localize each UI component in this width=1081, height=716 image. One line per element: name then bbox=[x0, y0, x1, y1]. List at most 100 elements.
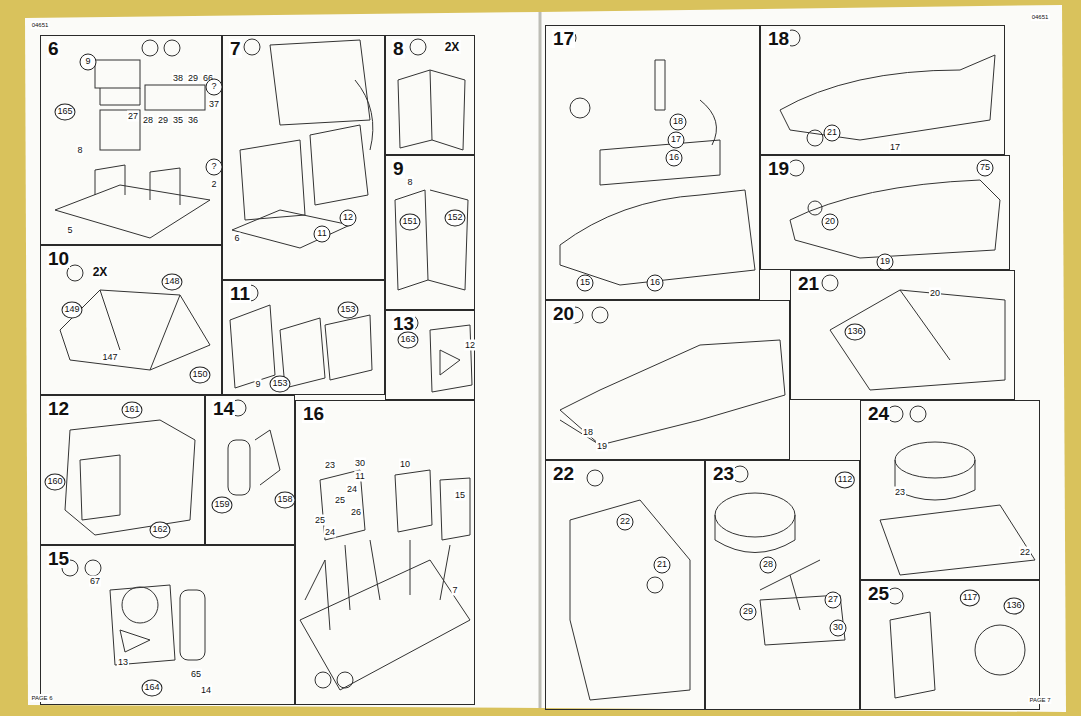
part-number: 17 bbox=[889, 142, 901, 153]
part-number: 65 bbox=[190, 669, 202, 680]
step-number: 14 bbox=[212, 399, 235, 418]
part-callout: 164 bbox=[141, 680, 162, 697]
part-callout: 12 bbox=[340, 210, 357, 227]
step-panel: 22 bbox=[545, 460, 705, 710]
part-callout: 159 bbox=[211, 497, 232, 514]
step-number: 22 bbox=[552, 464, 575, 483]
part-callout: 20 bbox=[822, 214, 839, 231]
step-number: 25 bbox=[867, 584, 890, 603]
part-number: 2 bbox=[210, 179, 217, 190]
step-panel: 18 bbox=[760, 25, 1005, 155]
part-callout: 29 bbox=[740, 604, 757, 621]
part-number: 15 bbox=[454, 490, 466, 501]
part-callout: 153 bbox=[337, 302, 358, 319]
step-number: 20 bbox=[552, 304, 575, 323]
part-number: 28 bbox=[142, 115, 154, 126]
part-number: 35 bbox=[172, 115, 184, 126]
part-callout: 28 bbox=[760, 557, 777, 574]
part-callout: 149 bbox=[61, 302, 82, 319]
part-callout: 16 bbox=[666, 150, 683, 167]
part-number: 5 bbox=[66, 225, 73, 236]
step-panel: 14 bbox=[205, 395, 295, 545]
step-number: 13 bbox=[392, 314, 415, 333]
part-callout: 152 bbox=[444, 210, 465, 227]
part-number: 22 bbox=[1019, 547, 1031, 558]
part-number: 27 bbox=[127, 111, 139, 122]
page-marking: PAGE 7 bbox=[1028, 696, 1051, 704]
part-number: 147 bbox=[101, 352, 118, 363]
part-callout: 162 bbox=[149, 522, 170, 539]
part-number: 20 bbox=[929, 288, 941, 299]
part-number: 25 bbox=[314, 515, 326, 526]
part-number: 18 bbox=[582, 427, 594, 438]
page-fold bbox=[539, 12, 542, 708]
step-number: 9 bbox=[392, 159, 405, 178]
part-callout: 161 bbox=[121, 402, 142, 419]
step-number: 24 bbox=[867, 404, 890, 423]
part-number: 8 bbox=[76, 145, 83, 156]
step-panel: 15 bbox=[40, 545, 295, 705]
step-panel: 23 bbox=[705, 460, 860, 710]
part-number: 19 bbox=[596, 441, 608, 452]
part-number: 2X bbox=[444, 40, 461, 54]
part-callout: 148 bbox=[161, 274, 182, 291]
step-panel: 21 bbox=[790, 270, 1015, 400]
part-callout: 117 bbox=[960, 590, 980, 607]
part-number: 29 bbox=[187, 73, 199, 84]
part-callout: ? bbox=[206, 79, 223, 96]
part-callout: 9 bbox=[80, 54, 97, 71]
part-number: 14 bbox=[200, 685, 212, 696]
part-number: 24 bbox=[346, 484, 358, 495]
part-callout: 18 bbox=[670, 114, 687, 131]
step-panel: 6 bbox=[40, 35, 222, 245]
page-marking: 04651 bbox=[31, 21, 50, 29]
part-number: 24 bbox=[324, 527, 336, 538]
part-number: 23 bbox=[324, 460, 336, 471]
part-callout: ? bbox=[206, 159, 223, 176]
part-callout: 11 bbox=[314, 226, 331, 243]
part-callout: 150 bbox=[189, 367, 210, 384]
step-panel: 12 bbox=[40, 395, 205, 545]
part-callout: 17 bbox=[668, 132, 685, 149]
part-callout: 163 bbox=[397, 332, 418, 349]
step-number: 19 bbox=[767, 159, 790, 178]
part-callout: 136 bbox=[844, 324, 865, 341]
step-panel: 16 bbox=[295, 400, 475, 705]
part-callout: 30 bbox=[830, 620, 847, 637]
step-panel: 7 bbox=[222, 35, 385, 280]
step-number: 15 bbox=[47, 549, 70, 568]
part-number: 8 bbox=[406, 177, 413, 188]
step-number: 16 bbox=[302, 404, 325, 423]
part-callout: 27 bbox=[825, 592, 842, 609]
part-callout: 112 bbox=[835, 472, 855, 489]
part-number: 37 bbox=[208, 99, 220, 110]
part-callout: 19 bbox=[877, 254, 894, 271]
step-number: 7 bbox=[229, 39, 242, 58]
page-marking: PAGE 6 bbox=[30, 694, 53, 702]
part-callout: 22 bbox=[617, 514, 634, 531]
part-number: 9 bbox=[254, 379, 261, 390]
part-callout: 15 bbox=[577, 275, 594, 292]
part-callout: 153 bbox=[269, 376, 290, 393]
step-panel: 13 bbox=[385, 310, 475, 400]
part-number: 29 bbox=[157, 115, 169, 126]
part-callout: 160 bbox=[44, 474, 65, 491]
part-number: 6 bbox=[233, 233, 240, 244]
part-number: 36 bbox=[187, 115, 199, 126]
part-callout: 16 bbox=[647, 275, 664, 292]
part-number: 12 bbox=[464, 340, 476, 351]
step-number: 8 bbox=[392, 39, 405, 58]
part-number: 2X bbox=[92, 265, 109, 279]
part-number: 7 bbox=[451, 585, 458, 596]
part-callout: 165 bbox=[54, 104, 75, 121]
step-panel: 9 bbox=[385, 155, 475, 310]
step-number: 23 bbox=[712, 464, 735, 483]
part-number: 23 bbox=[894, 487, 906, 498]
part-callout: 75 bbox=[977, 160, 994, 177]
step-number: 10 bbox=[47, 249, 70, 268]
step-panel: 11 bbox=[222, 280, 385, 395]
part-callout: 21 bbox=[824, 125, 841, 142]
part-callout: 158 bbox=[274, 492, 295, 509]
step-number: 17 bbox=[552, 29, 575, 48]
